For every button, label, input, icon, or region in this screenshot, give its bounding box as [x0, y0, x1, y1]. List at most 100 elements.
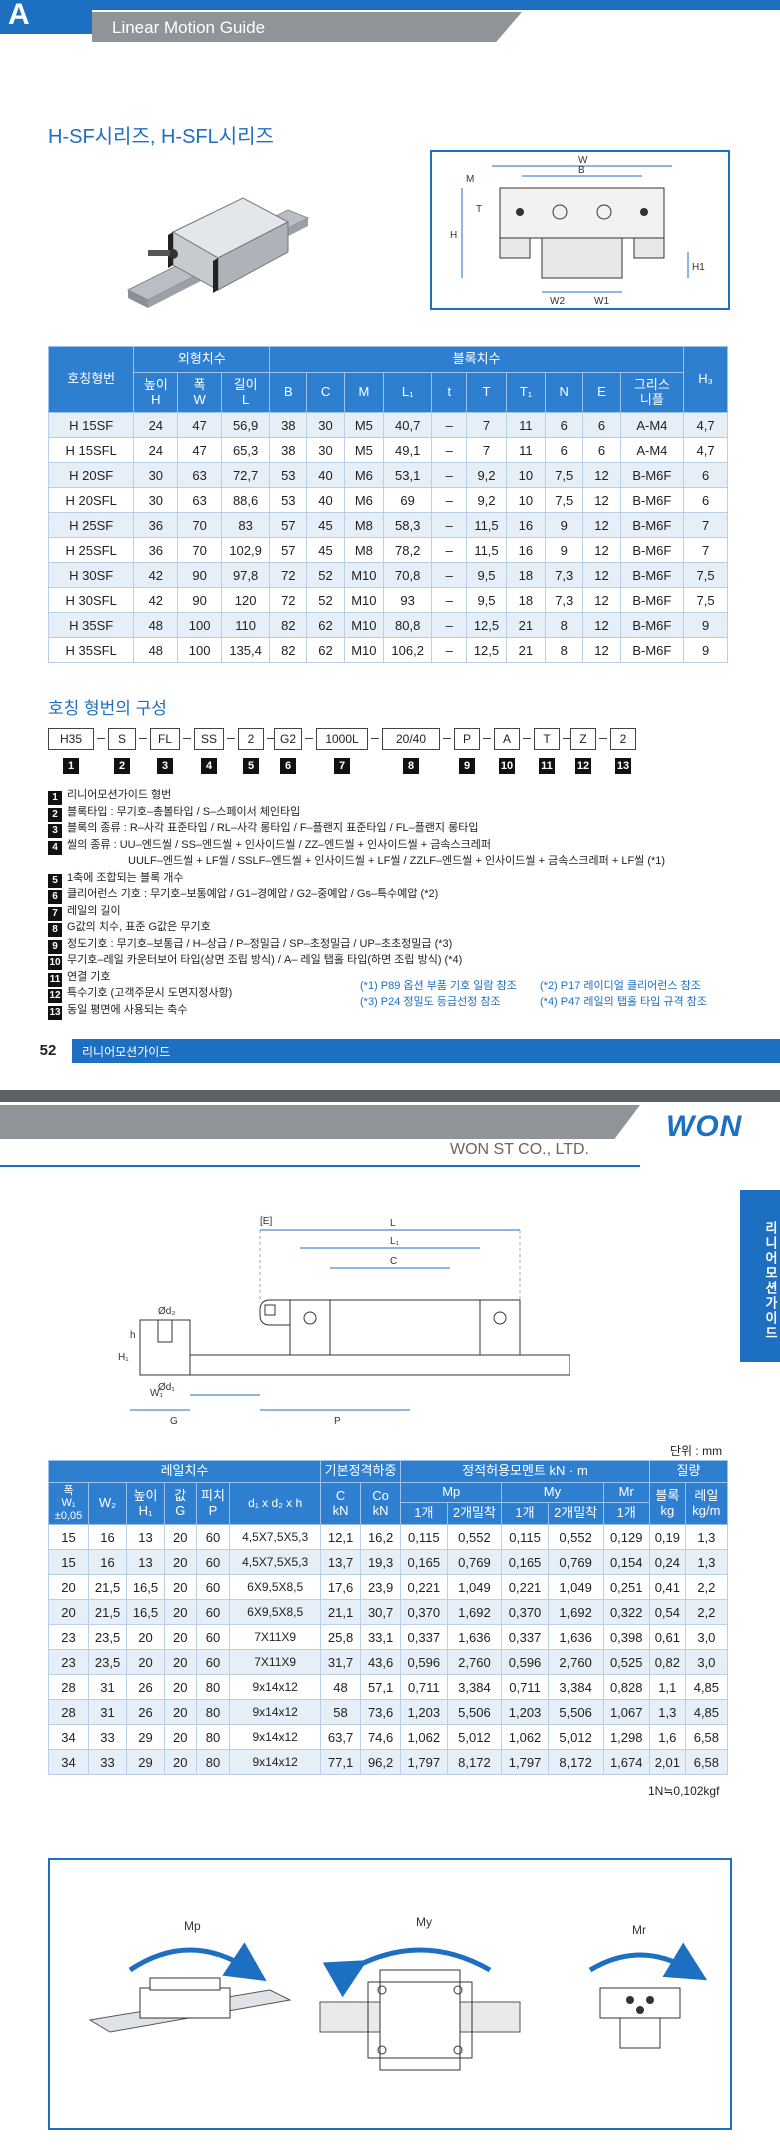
rail-table-cell: 15	[47, 1549, 90, 1575]
block-table-cell: –	[431, 587, 468, 613]
col-T1: T₁	[505, 372, 547, 413]
rail-table-cell: 9x14x12	[229, 1724, 321, 1750]
rail-table-cell: 60	[195, 1599, 231, 1625]
block-table-cell: 21	[505, 637, 547, 663]
block-table-cell: 7	[683, 537, 728, 563]
block-table-cell: 69	[383, 487, 433, 513]
block-table-cell: 53,1	[383, 462, 433, 488]
block-table-cell: 21	[505, 612, 547, 638]
block-table-cell: 9,2	[466, 462, 507, 488]
rail-table-cell: 17,6	[319, 1574, 362, 1600]
rail-table-cell: 23,9	[360, 1574, 402, 1600]
block-table-cell: H 20SFL	[47, 487, 135, 513]
block-table-cell: H 15SFL	[47, 437, 135, 463]
code-number-badge: 2	[114, 758, 130, 774]
rail-table-cell: 2,2	[684, 1574, 729, 1600]
model-code-part: P	[454, 728, 480, 750]
col-Mr: Mr	[602, 1482, 650, 1503]
rail-table-cell: 2,2	[684, 1599, 729, 1625]
block-table-cell: 6	[545, 412, 584, 438]
moment-mp-label: Mp	[184, 1919, 201, 1933]
rail-table-cell: 4,5X7,5X5,3	[229, 1549, 321, 1575]
block-table-cell: 7,5	[545, 462, 584, 488]
rail-table-cell: 0,552	[547, 1524, 604, 1550]
page1-footer: 52 리니어모션가이드	[0, 1036, 780, 1066]
col-group-rail: 레일치수	[48, 1460, 321, 1483]
rail-table-cell: 80	[195, 1749, 231, 1775]
rail-dim-E: [E]	[260, 1216, 272, 1227]
block-table-cell: 9	[683, 612, 728, 638]
legend-number-badge: 5	[48, 873, 62, 888]
model-code-part: 2	[238, 728, 264, 750]
rail-table-cell: 26	[126, 1699, 165, 1725]
dim-W1: W1	[594, 296, 609, 307]
model-code-part: T	[534, 728, 560, 750]
rail-table-cell: 1,203	[400, 1699, 448, 1725]
block-table-cell: 70	[177, 537, 223, 563]
col-L1: L₁	[383, 372, 433, 413]
rail-table-cell: 6X9,5X8,5	[229, 1599, 321, 1625]
block-table-cell: –	[431, 412, 468, 438]
block-table-cell: 8	[545, 612, 584, 638]
col-group-load: 기본정격하중	[319, 1460, 402, 1483]
rail-table-cell: 4,85	[684, 1674, 729, 1700]
rail-table-cell: 23,5	[88, 1649, 128, 1675]
block-table-cell: 7,5	[545, 487, 584, 513]
rail-dim-H1: H₁	[118, 1352, 129, 1363]
rail-table-cell: 31,7	[319, 1649, 362, 1675]
block-table-cell: 18	[505, 562, 547, 588]
rail-table-cell: 15	[47, 1524, 90, 1550]
rail-table-cell: 0,596	[400, 1649, 448, 1675]
block-table-cell: 120	[221, 587, 271, 613]
note-1: (*1) P89 옵션 부품 기호 일람 참조	[360, 980, 517, 992]
block-table-cell: 47	[177, 437, 223, 463]
block-table-cell: 12	[582, 512, 621, 538]
rail-table-cell: 48	[319, 1674, 362, 1700]
rail-table-cell: 0,525	[602, 1649, 650, 1675]
rail-table-cell: 20	[126, 1649, 165, 1675]
block-table-cell: –	[431, 537, 468, 563]
rail-table-cell: 1,062	[400, 1724, 448, 1750]
block-table-cell: 10	[505, 462, 547, 488]
col-E: E	[582, 372, 621, 413]
block-table-cell: 58,3	[383, 512, 433, 538]
rail-table-cell: 1,062	[501, 1724, 549, 1750]
rail-table-cell: 60	[195, 1524, 231, 1550]
code-number-badge: 12	[575, 758, 591, 774]
rail-table-cell: 9x14x12	[229, 1699, 321, 1725]
block-dimension-table: 호칭형번 외형치수 블록치수 H₃ 높이 H 폭 W 길이 L B C M L₁…	[47, 346, 728, 663]
block-table-cell: H 25SFL	[47, 537, 135, 563]
block-table-cell: 9	[683, 637, 728, 663]
conversion-label: 1N≒0,102kgf	[648, 1784, 720, 1798]
rail-table-cell: 20	[163, 1599, 197, 1625]
rail-table-cell: 0,322	[602, 1599, 650, 1625]
moment-diagram-box: Mp My Mr	[48, 1858, 732, 2130]
legend-text: 레일의 길이	[67, 904, 121, 917]
block-table-cell: H 15SF	[47, 412, 135, 438]
block-table-cell: M8	[343, 512, 385, 538]
rail-table-cell: 16	[88, 1524, 128, 1550]
rail-table-cell: 4,5X7,5X5,3	[229, 1524, 321, 1550]
block-table-cell: 42	[133, 562, 179, 588]
legend-text: 리니어모션가이드 형번	[67, 789, 172, 801]
block-table-cell: M10	[343, 637, 385, 663]
col-H3: H₃	[683, 346, 728, 413]
block-table-cell: 7	[466, 437, 507, 463]
code-number-badge: 4	[201, 758, 217, 774]
code-separator	[371, 738, 379, 739]
block-table-cell: 93	[383, 587, 433, 613]
moment-my-label: My	[416, 1915, 432, 1929]
col-W1: 폭 W₁ ±0,05	[47, 1482, 90, 1525]
rail-table-cell: 80	[195, 1724, 231, 1750]
code-number-badge: 9	[459, 758, 475, 774]
rail-table-cell: 19,3	[360, 1549, 402, 1575]
page2-header: WON ST CO., LTD. WON	[0, 1105, 780, 1167]
